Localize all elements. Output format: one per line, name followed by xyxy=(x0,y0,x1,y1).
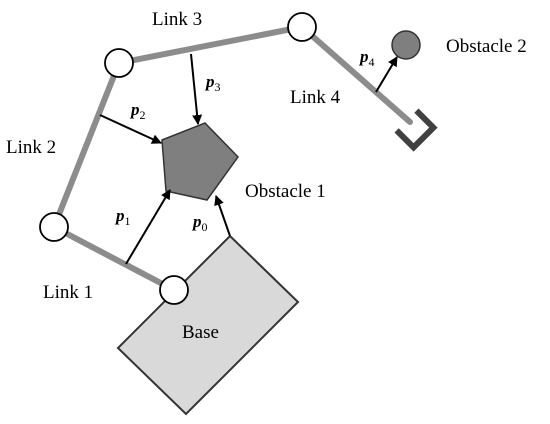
vector-p2-arrow xyxy=(99,114,162,144)
vector-p1-label: p1 xyxy=(114,206,131,228)
vector-p4-label: p4 xyxy=(358,47,375,69)
link-1-bar xyxy=(51,224,177,293)
vector-p3-label: p3 xyxy=(204,72,221,94)
link-3-bar xyxy=(116,24,305,66)
obstacle-2-label: Obstacle 2 xyxy=(446,36,527,57)
link-3-label: Link 3 xyxy=(152,9,202,30)
obstacle-1-label: Obstacle 1 xyxy=(245,181,326,202)
link-1-label: Link 1 xyxy=(43,282,93,303)
gripper-icon xyxy=(394,108,438,152)
vector-p0-arrow xyxy=(214,195,231,237)
joint-2-3 xyxy=(104,48,134,78)
link-4-label: Link 4 xyxy=(290,87,341,108)
vector-p4-arrow xyxy=(375,56,398,93)
vector-p2-label: p2 xyxy=(129,100,146,122)
obstacle-1-shape xyxy=(161,122,239,201)
obstacle-2-shape xyxy=(391,30,421,60)
base-block xyxy=(116,234,300,416)
link-2-bar xyxy=(51,60,122,230)
joint-1-2 xyxy=(39,212,69,242)
link-4-bar xyxy=(299,24,413,125)
vector-p1-arrow xyxy=(125,189,171,265)
vector-p0-label: p0 xyxy=(191,212,208,234)
base-label: Base xyxy=(182,322,219,343)
joint-base xyxy=(159,275,189,305)
vector-p3-arrow xyxy=(190,53,203,125)
joint-3-4 xyxy=(287,12,317,42)
link-2-label: Link 2 xyxy=(6,137,56,158)
